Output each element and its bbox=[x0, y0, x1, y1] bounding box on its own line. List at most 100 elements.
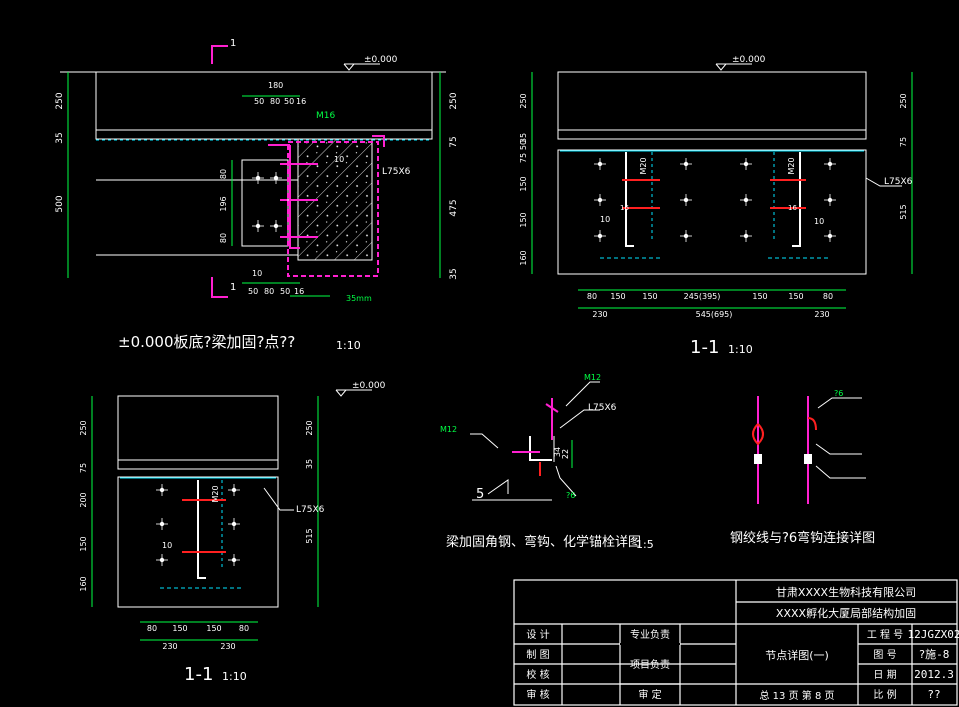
angle-label: L75X6 bbox=[884, 177, 913, 187]
dim-text: 80 bbox=[587, 292, 597, 301]
dim-text: 515 bbox=[305, 528, 314, 543]
dim-text: 80 bbox=[270, 97, 280, 106]
dim-text: 250 bbox=[519, 93, 528, 108]
dim-text: 250 bbox=[305, 420, 314, 435]
dim-text: 80 bbox=[219, 169, 228, 179]
dim-text: 150 bbox=[206, 624, 221, 633]
dim-text: 150 bbox=[642, 292, 657, 301]
drawing-b-title: 1-1 bbox=[690, 337, 719, 358]
title-block bbox=[513, 579, 958, 706]
section-mark: 1 bbox=[230, 282, 236, 293]
dim-text: 475 bbox=[449, 199, 459, 216]
dim-text: 200 bbox=[79, 492, 88, 507]
elevation-label: ±0.000 bbox=[732, 55, 766, 65]
bolt-label: M16 bbox=[316, 111, 335, 121]
dim-text: 160 bbox=[79, 576, 88, 591]
row-label: 校 核 bbox=[526, 668, 549, 681]
weld-symbol: 10 bbox=[814, 217, 824, 226]
info-label: 图 号 bbox=[873, 649, 896, 661]
dim-text: 245(395) bbox=[684, 292, 721, 301]
anchor-label: M12 bbox=[440, 425, 457, 434]
row-label: 制 图 bbox=[526, 648, 549, 661]
info-value: 2012.3 bbox=[914, 668, 954, 681]
dim-text: 50 bbox=[248, 287, 258, 296]
detail-e-strand-hook bbox=[752, 396, 866, 504]
elevation-label: ±0.000 bbox=[364, 55, 398, 65]
dim-text: 35 bbox=[449, 268, 459, 279]
weld-symbol: 10 bbox=[334, 155, 344, 164]
dim-text: 50 bbox=[519, 140, 528, 150]
drawing-b-scale: 1:10 bbox=[728, 343, 753, 356]
row-label: 审 核 bbox=[526, 688, 549, 701]
info-value: 12JGZX02 bbox=[908, 628, 959, 641]
anchor-label: M12 bbox=[584, 373, 601, 382]
drawing-a-scale: 1:10 bbox=[336, 339, 361, 352]
dim-text: 75 bbox=[899, 137, 908, 147]
info-label: 日 期 bbox=[873, 669, 896, 681]
role-label: 专业负责 bbox=[630, 628, 670, 641]
dim-text: 150 bbox=[752, 292, 767, 301]
row-label: 设 计 bbox=[526, 628, 549, 641]
dim-text: 150 bbox=[172, 624, 187, 633]
role-label: 项目负责 bbox=[630, 658, 670, 671]
info-value: ?? bbox=[927, 688, 940, 701]
dim-text: 250 bbox=[899, 93, 908, 108]
drawing-b-section-1-1 bbox=[531, 63, 913, 309]
weld-symbol: 10 bbox=[252, 269, 262, 278]
dim-text: 250 bbox=[449, 92, 459, 109]
dim-text: 230 bbox=[592, 310, 607, 319]
info-label: 比 例 bbox=[873, 688, 896, 701]
weld-symbol: 5 bbox=[476, 487, 484, 502]
detail-d-angle-hook-anchor bbox=[470, 381, 600, 501]
dim-text: 250 bbox=[55, 92, 65, 109]
dim-text: 150 bbox=[519, 176, 528, 191]
dim-text: 196 bbox=[219, 196, 228, 211]
dim-text: 150 bbox=[79, 536, 88, 551]
detail-d-scale: 1:5 bbox=[636, 538, 654, 551]
elevation-label: ±0.000 bbox=[352, 381, 386, 391]
dim-text: 35 bbox=[55, 132, 65, 143]
company-name: 甘肃XXXX生物科技有限公司 bbox=[776, 585, 916, 599]
angle-label: L75X6 bbox=[296, 505, 325, 515]
bolt-label: M20 bbox=[787, 157, 796, 174]
dim-text: 80 bbox=[219, 233, 228, 243]
section-mark: 1 bbox=[230, 38, 236, 49]
detail-d-title: 梁加固角钢、弯钩、化学锚栓详图 bbox=[446, 534, 641, 550]
dim-text: 515 bbox=[899, 204, 908, 219]
dim-text: 50 bbox=[254, 97, 264, 106]
bolt-label: M20 bbox=[211, 485, 220, 502]
dim-text: 75 bbox=[79, 463, 88, 473]
dim-text: 80 bbox=[147, 624, 157, 633]
dim-text: 80 bbox=[264, 287, 274, 296]
bolt-layer bbox=[156, 158, 836, 566]
drawing-c-section-1-1 bbox=[91, 389, 372, 641]
angle-label: L75X6 bbox=[588, 403, 617, 413]
dim-text: 545(695) bbox=[696, 310, 733, 319]
dim-text: 150 bbox=[610, 292, 625, 301]
dim-text: 230 bbox=[220, 642, 235, 651]
dim-text: 22 bbox=[561, 449, 570, 459]
dim-text: 16 bbox=[296, 97, 306, 106]
dim-text: 16 bbox=[294, 287, 304, 296]
dim-text: 180 bbox=[268, 81, 283, 90]
angle-label: L75X6 bbox=[382, 167, 411, 177]
drawing-a-beam-section bbox=[60, 45, 446, 298]
dim-text: 75 bbox=[519, 153, 528, 163]
dim-text: 500 bbox=[55, 195, 65, 212]
drawing-a-title: ±0.000板底?梁加固?点?? bbox=[118, 333, 295, 351]
dim-text: 150 bbox=[519, 212, 528, 227]
rebar-label: ?6 bbox=[566, 491, 575, 500]
dim-text: 80 bbox=[239, 624, 249, 633]
dim-text: 250 bbox=[79, 420, 88, 435]
weld-symbol: 16 bbox=[788, 204, 797, 212]
info-label: 工 程 号 bbox=[867, 629, 903, 641]
dim-text: 160 bbox=[519, 250, 528, 265]
dim-text: 230 bbox=[162, 642, 177, 651]
note-text: 35mm bbox=[346, 294, 372, 303]
project-name: XXXX孵化大厦局部结构加固 bbox=[776, 606, 916, 620]
weld-symbol: 10 bbox=[162, 541, 172, 550]
dim-text: 35 bbox=[519, 133, 528, 143]
rebar-label: ?6 bbox=[834, 389, 843, 398]
role-label: 审 定 bbox=[638, 688, 661, 701]
